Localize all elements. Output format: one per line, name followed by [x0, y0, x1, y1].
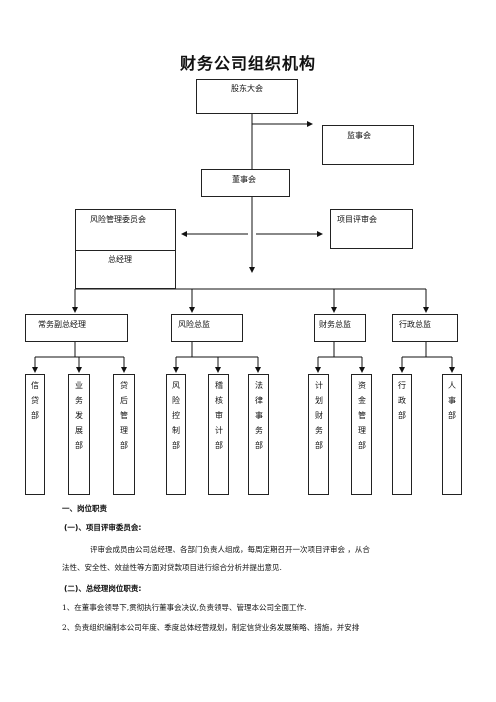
deputy-gm-label: 常务副总经理 [38, 320, 86, 329]
deputy-gm-box: 常务副总经理 [25, 314, 128, 342]
dept-hr-label: 人事部 [448, 381, 456, 420]
dept-planning-finance-label: 计划财务部 [315, 381, 323, 450]
dept-credit: 信贷部 [25, 374, 45, 495]
general-manager-label: 总经理 [108, 255, 132, 264]
section-heading-duties: 一、岗位职责 [62, 504, 107, 513]
project-committee-label: 项目评审会 [337, 215, 377, 224]
board-label: 董事会 [232, 175, 256, 184]
dept-business-dev: 业务发展部 [68, 374, 90, 495]
gm-duty-item-2: 2、负责组织编制本公司年度、季度总体经营规划，制定信贷业务发展策略、措施，并安排 [62, 623, 360, 632]
dept-treasury-label: 资金管理部 [358, 381, 366, 450]
risk-committee-divider [76, 250, 175, 251]
risk-committee-label: 风险管理委员会 [90, 215, 146, 224]
supervisors-label: 监事会 [347, 131, 371, 140]
dept-planning-finance: 计划财务部 [308, 374, 329, 495]
dept-hr: 人事部 [442, 374, 462, 495]
supervisors-box: 监事会 [322, 125, 414, 165]
paragraph-committee-line2: 法性、安全性、效益性等方面对贷款项目进行综合分析并提出意见. [62, 563, 282, 572]
risk-committee-box: 风险管理委员会 总经理 [75, 209, 176, 289]
dept-treasury: 资金管理部 [351, 374, 372, 495]
dept-post-loan: 贷后管理部 [113, 374, 135, 495]
dept-risk-control-label: 风险控制部 [172, 381, 180, 450]
finance-director-label: 财务总监 [319, 320, 351, 329]
dept-risk-control: 风险控制部 [166, 374, 186, 495]
subheading-project-committee: (一)、项目评审委员会: [64, 523, 142, 532]
paragraph-committee-line1: 评审会成员由公司总经理、各部门负责人组成，每周定期召开一次项目评审会 ，从合 [90, 545, 370, 554]
finance-director-box: 财务总监 [314, 314, 366, 342]
subheading-gm-duties: (二)、总经理岗位职责: [64, 584, 142, 593]
board-box: 董事会 [201, 169, 290, 197]
page-title: 财务公司组织机构 [179, 54, 316, 73]
dept-post-loan-label: 贷后管理部 [120, 381, 128, 450]
admin-director-box: 行政总监 [392, 314, 458, 342]
shareholders-box: 股东大会 [196, 79, 298, 114]
gm-duty-item-1: 1、在董事会领导下,贯彻执行董事会决议,负责领导、管理本公司全面工作. [62, 603, 307, 612]
dept-audit: 稽核审计部 [208, 374, 229, 495]
project-committee-box: 项目评审会 [330, 209, 413, 249]
dept-admin: 行政部 [392, 374, 412, 495]
dept-admin-label: 行政部 [398, 381, 406, 420]
risk-director-box: 风险总监 [171, 314, 243, 342]
admin-director-label: 行政总监 [399, 320, 431, 329]
dept-credit-label: 信贷部 [31, 381, 39, 420]
dept-audit-label: 稽核审计部 [215, 381, 223, 450]
dept-legal-label: 法律事务部 [255, 381, 263, 450]
dept-legal: 法律事务部 [248, 374, 269, 495]
dept-business-dev-label: 业务发展部 [75, 381, 83, 450]
risk-director-label: 风险总监 [178, 320, 210, 329]
shareholders-label: 股东大会 [231, 84, 263, 93]
